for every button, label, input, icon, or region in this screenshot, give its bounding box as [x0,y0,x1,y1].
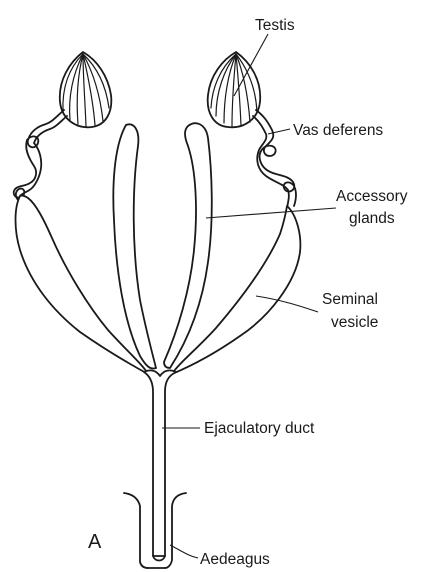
right-vas-deferens [253,110,296,208]
leader-aedeagus [170,545,198,558]
left-accessory-gland [113,124,156,368]
leader-accessory-glands [206,208,336,218]
label-accessory-glands-line1: Accessory [336,188,408,205]
label-vas-deferens: Vas deferens [293,122,383,139]
label-aedeagus: Aedeagus [200,551,270,568]
label-seminal-vesicle-line2: vesicle [331,314,378,331]
label-seminal-vesicle-line1: Seminal [322,291,378,308]
label-testis: Testis [255,17,295,34]
left-vas-deferens [14,110,67,203]
label-ejaculatory-duct: Ejaculatory duct [204,420,315,437]
label-accessory-glands-line2: glands [349,210,395,227]
panel-letter: A [88,531,102,553]
right-accessory-gland [164,123,212,368]
